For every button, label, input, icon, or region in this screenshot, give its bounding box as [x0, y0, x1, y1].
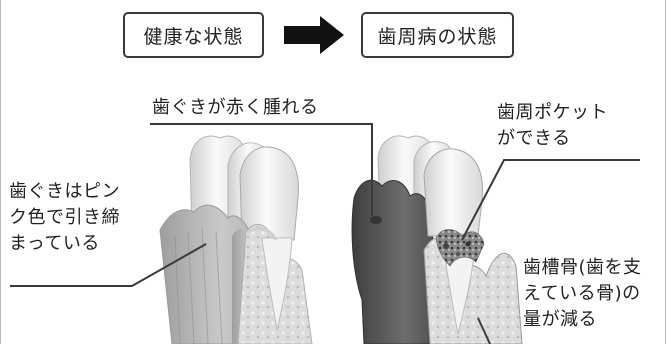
periodontal-teeth [351, 135, 523, 344]
periodontal-state-box: 歯周病の状態 [361, 12, 514, 58]
annotation-bone-reduced: 歯槽骨(歯を支 えている骨)の 量が減る [523, 257, 642, 330]
leader-pocket [461, 159, 640, 241]
annotation-gum-pink-tight: 歯ぐきはピン ク色で引き締 まっている [9, 181, 120, 254]
leader-red-gum [150, 123, 373, 216]
periodontal-state-label: 歯周病の状態 [377, 25, 498, 48]
leader-lines [10, 123, 640, 344]
right-arrow-icon [284, 16, 344, 54]
annotation-pocket-forms: 歯周ポケット ができる [497, 102, 608, 149]
healthy-state-box: 健康な状態 [123, 12, 264, 58]
annotation-gum-red-swollen: 歯ぐきが赤く腫れる [152, 97, 319, 118]
healthy-teeth [159, 135, 313, 344]
leader-pink-gum [10, 243, 207, 287]
healthy-state-label: 健康な状態 [143, 25, 244, 48]
leader-bone [477, 317, 491, 344]
